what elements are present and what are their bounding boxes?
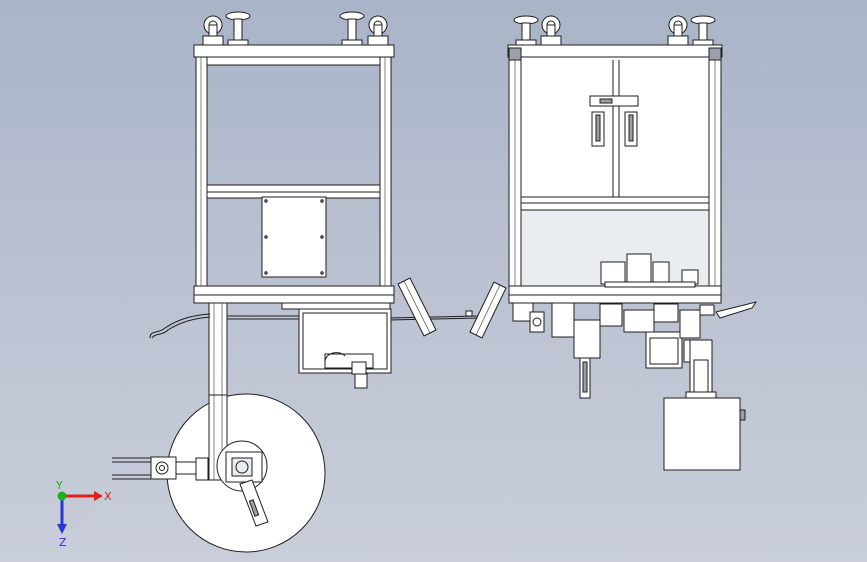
caster-left-2 [367, 15, 389, 46]
leveling-foot-left-2 [339, 11, 365, 46]
leveling-foot-right-1 [513, 15, 539, 46]
reel-assembly[interactable] [112, 302, 326, 553]
y-axis-label: Y [55, 479, 63, 492]
lift-column[interactable] [663, 339, 746, 471]
guide-roller-right [469, 281, 507, 339]
control-panel [261, 196, 327, 278]
caster-right-2 [667, 15, 689, 46]
leveling-foot-right-2 [690, 15, 716, 46]
drive-box[interactable] [298, 308, 392, 389]
caster-left-1 [202, 15, 224, 46]
label-web [149, 313, 481, 339]
lower-control-box [663, 397, 741, 471]
x-axis-label: X [104, 490, 112, 503]
right-frame[interactable] [507, 15, 723, 304]
guide-roller-left [397, 277, 437, 337]
leveling-foot-left-1 [225, 11, 251, 46]
applicator-module[interactable] [512, 253, 758, 399]
caster-right-1 [540, 15, 562, 46]
left-frame[interactable] [193, 11, 395, 310]
door-handle[interactable] [589, 95, 639, 107]
z-axis-label: Z [59, 536, 67, 549]
axis-triad: X Y Z [55, 479, 112, 549]
